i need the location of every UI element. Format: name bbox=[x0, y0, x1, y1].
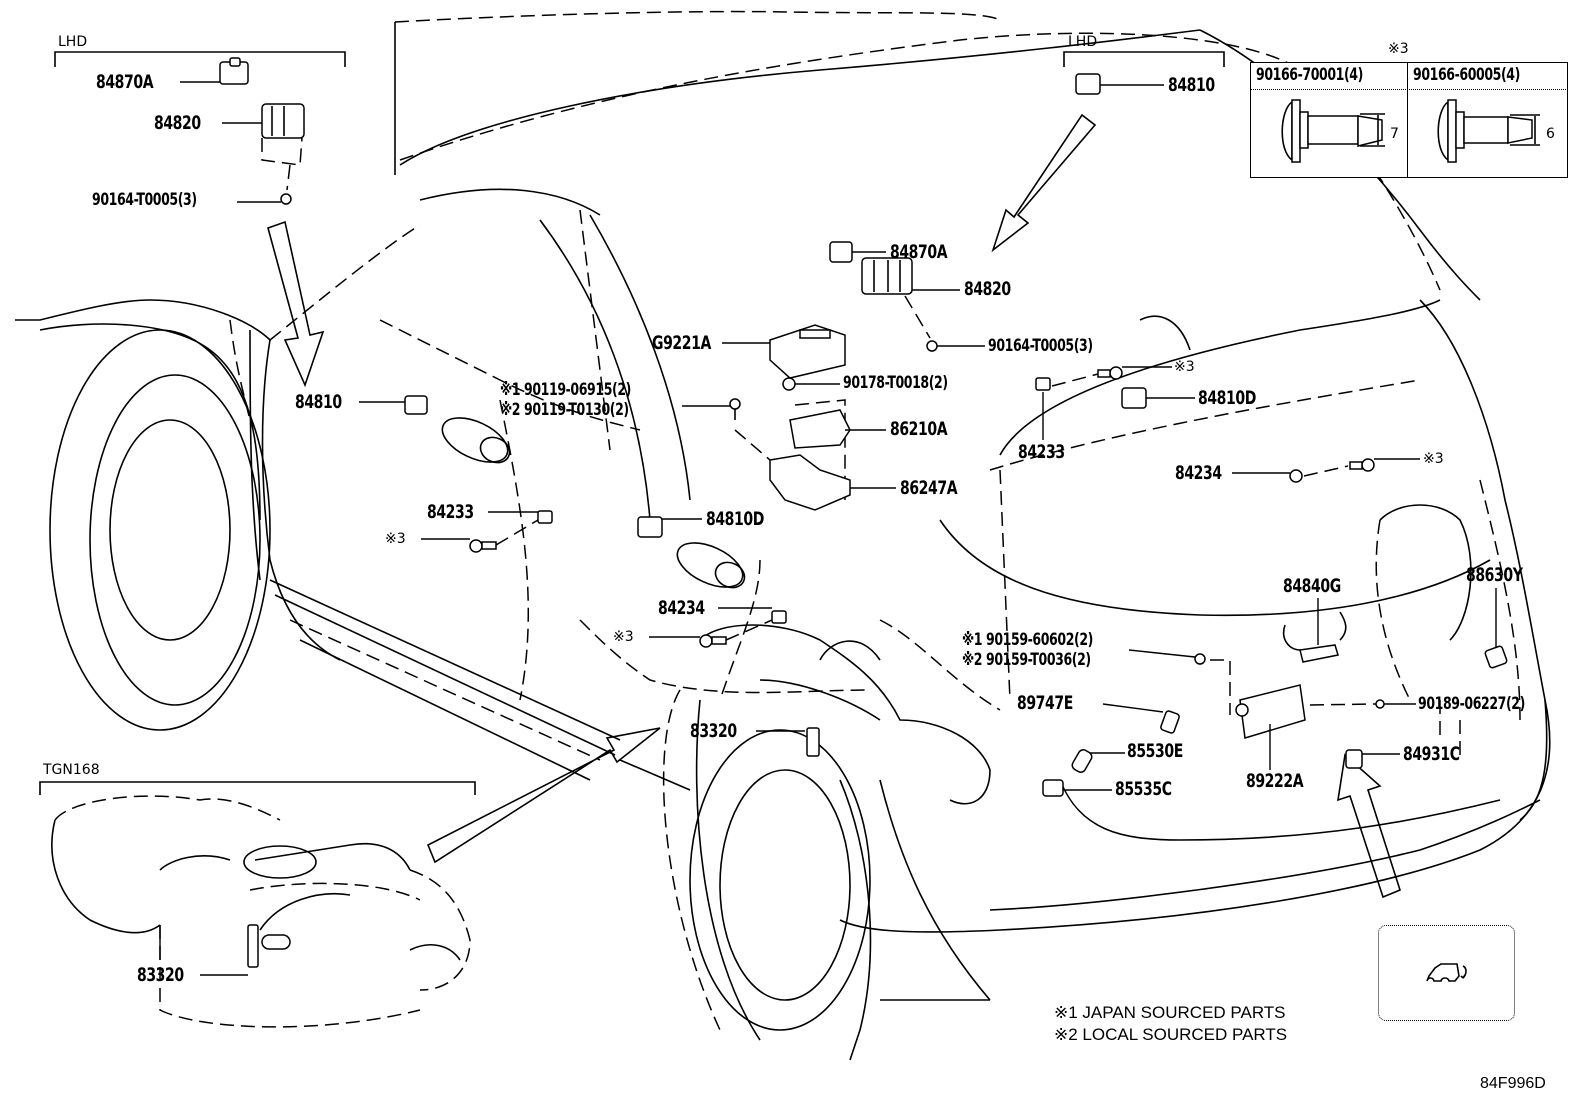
footnote-japan-sourced: ※1 JAPAN SOURCED PARTS bbox=[1054, 1003, 1286, 1022]
suv-back-door-icon bbox=[1426, 963, 1467, 982]
part-label-90164-t0005[interactable]: 90164-T0005(3) bbox=[988, 336, 1093, 356]
ecu-86210a-icon bbox=[789, 409, 851, 449]
bolt-dimension-70001: 7 bbox=[1390, 126, 1399, 142]
part-label-85530e[interactable]: 85530E bbox=[1127, 740, 1183, 762]
bracket-86247a-icon bbox=[769, 454, 851, 511]
footnote-local-sourced: ※2 LOCAL SOURCED PARTS bbox=[1054, 1025, 1288, 1044]
group-label-tgn168: TGN168 bbox=[43, 762, 100, 778]
part-label-90189-06227[interactable]: 90189-06227(2) bbox=[1418, 694, 1525, 714]
diagram-code: 84F996D bbox=[1480, 1075, 1546, 1092]
bolt-part-90166-60005[interactable]: 90166-60005(4) bbox=[1413, 65, 1520, 85]
bolt-table-title: ※3 bbox=[1388, 41, 1409, 57]
ref-label-note3-c: ※3 bbox=[1174, 359, 1195, 375]
group-brackets bbox=[39, 51, 1225, 795]
fuel-tank-drawing bbox=[51, 795, 471, 1028]
part-label-89747e[interactable]: 89747E bbox=[1017, 692, 1073, 714]
group-label-lhd-left: LHD bbox=[58, 34, 88, 50]
part-label-84840g[interactable]: 84840G bbox=[1283, 575, 1341, 597]
part-label-84931c[interactable]: 84931C bbox=[1403, 743, 1460, 765]
switch-84820-icon bbox=[261, 103, 305, 139]
part-label-84233[interactable]: 84233 bbox=[1018, 441, 1065, 463]
bolt-dimension-60005: 6 bbox=[1546, 126, 1555, 142]
bolt-table-divider bbox=[1250, 89, 1568, 90]
vehicle-body bbox=[15, 10, 1551, 1061]
vehicle-type-icon-box bbox=[1378, 925, 1515, 1021]
leader-lines bbox=[159, 81, 1497, 976]
bolt-table-column-divider bbox=[1407, 62, 1408, 178]
part-label-88630y[interactable]: 88630Y bbox=[1466, 564, 1523, 586]
part-label-90119-t0130[interactable]: ※2 90119-T0130(2) bbox=[500, 400, 629, 420]
part-label-84810d[interactable]: 84810D bbox=[1198, 387, 1256, 409]
part-label-90159-t0036[interactable]: ※2 90159-T0036(2) bbox=[962, 650, 1091, 670]
part-label-84810[interactable]: 84810 bbox=[295, 391, 342, 413]
part-label-85535c[interactable]: 85535C bbox=[1115, 778, 1172, 800]
part-label-83320[interactable]: 83320 bbox=[690, 720, 737, 742]
part-label-84870a[interactable]: 84870A bbox=[890, 241, 948, 263]
part-label-84233-door[interactable]: 84233 bbox=[427, 501, 474, 523]
part-label-86247a[interactable]: 86247A bbox=[900, 477, 958, 499]
part-label-84234-door[interactable]: 84234 bbox=[658, 597, 705, 619]
part-label-84820[interactable]: 84820 bbox=[964, 278, 1011, 300]
group-label-lhd-right: LHD bbox=[1068, 34, 1098, 50]
bolt-part-90166-70001[interactable]: 90166-70001(4) bbox=[1256, 65, 1363, 85]
part-label-84810-lhd[interactable]: 84810 bbox=[1168, 74, 1215, 96]
bolt-70001-icon bbox=[1281, 99, 1385, 163]
part-label-90164-t0005-lhd[interactable]: 90164-T0005(3) bbox=[92, 190, 197, 210]
part-label-83320-tgn168[interactable]: 83320 bbox=[137, 964, 184, 986]
part-label-90119-06915[interactable]: ※1 90119-06915(2) bbox=[500, 380, 631, 400]
module-89222a-icon bbox=[1239, 684, 1306, 739]
part-label-89222a[interactable]: 89222A bbox=[1246, 770, 1304, 792]
ref-label-note3-a: ※3 bbox=[385, 531, 406, 547]
part-glyphs bbox=[219, 57, 1508, 968]
bolt-60005-icon bbox=[1437, 99, 1540, 163]
part-label-84234[interactable]: 84234 bbox=[1175, 462, 1222, 484]
bolt-profile-drawings bbox=[1281, 99, 1540, 163]
part-label-84870a-lhd[interactable]: 84870A bbox=[96, 71, 154, 93]
part-label-84810d-door[interactable]: 84810D bbox=[706, 508, 764, 530]
ref-label-note3-d: ※3 bbox=[1423, 451, 1444, 467]
part-label-86210a[interactable]: 86210A bbox=[890, 418, 948, 440]
part-label-90178-t0018[interactable]: 90178-T0018(2) bbox=[843, 373, 948, 393]
part-label-90159-60602[interactable]: ※1 90159-60602(2) bbox=[962, 630, 1093, 650]
part-label-84820-lhd[interactable]: 84820 bbox=[154, 112, 201, 134]
part-label-g9221a[interactable]: G9221A bbox=[652, 332, 711, 354]
ref-label-note3-b: ※3 bbox=[613, 629, 634, 645]
